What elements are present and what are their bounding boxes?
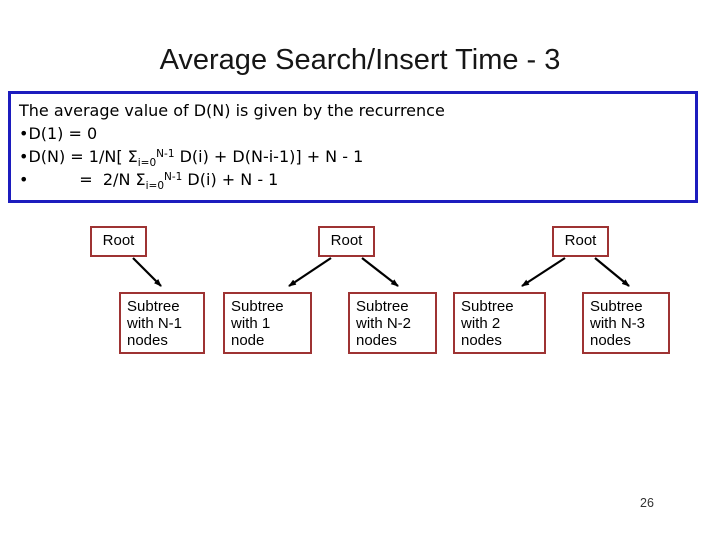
root-node-3: Root <box>552 226 609 257</box>
arrow-root2-to-subtree3 <box>361 257 399 287</box>
formula-text: D(i) + D(N-i-1)] + N - 1 <box>174 147 364 166</box>
subtree-line: with N-3 <box>590 315 646 332</box>
root-node-2: Root <box>318 226 375 257</box>
subtree-line: Subtree <box>356 298 409 315</box>
arrow-root3-to-subtree4 <box>521 257 566 287</box>
root-node-1: Root <box>90 226 147 257</box>
subtree-line: with N-2 <box>356 315 412 332</box>
subtree-line: with N-1 <box>127 315 183 332</box>
subtree-node-3: Subtree with N-2 nodes <box>348 292 437 354</box>
recurrence-panel: The average value of D(N) is given by th… <box>8 91 698 203</box>
sigma-subscript: i=0 <box>137 157 157 169</box>
slide-title: Average Search/Insert Time - 3 <box>159 44 561 76</box>
subtree-line: Subtree <box>231 298 284 315</box>
subtree-node-5: Subtree with N-3 nodes <box>582 292 670 354</box>
formula-text: • = 2/N <box>19 170 136 189</box>
subtree-line: with 2 <box>461 315 501 332</box>
recurrence-line-4: • = 2/N Σi=0N-1 D(i) + N - 1 <box>19 168 695 191</box>
formula-text: D(i) + N - 1 <box>182 170 279 189</box>
sigma-subscript: i=0 <box>145 180 165 192</box>
sigma-symbol: Σ <box>127 147 138 166</box>
arrow-root2-to-subtree2 <box>288 257 332 287</box>
recurrence-line-1: The average value of D(N) is given by th… <box>19 101 445 120</box>
subtree-line: node <box>231 332 265 349</box>
sigma-symbol: Σ <box>135 170 146 189</box>
subtree-line: nodes <box>127 332 168 349</box>
recurrence-line-3: •D(N) = 1/N[ Σi=0N-1 D(i) + D(N-i-1)] + … <box>19 145 695 168</box>
arrow-root3-to-subtree5 <box>594 257 630 287</box>
subtree-node-4: Subtree with 2 nodes <box>453 292 546 354</box>
subtree-line: Subtree <box>461 298 514 315</box>
subtree-line: nodes <box>356 332 397 349</box>
subtree-line: Subtree <box>590 298 643 315</box>
subtree-line: nodes <box>461 332 502 349</box>
formula-text: •D(N) = 1/N[ <box>19 147 128 166</box>
page-number: 26 <box>640 496 654 510</box>
recurrence-line-2: •D(1) = 0 <box>19 124 98 143</box>
sigma-superscript: N-1 <box>156 148 175 160</box>
subtree-line: nodes <box>590 332 631 349</box>
subtree-line: with 1 <box>231 315 271 332</box>
subtree-node-2: Subtree with 1 node <box>223 292 312 354</box>
sigma-superscript: N-1 <box>164 171 183 183</box>
subtree-node-1: Subtree with N-1 nodes <box>119 292 205 354</box>
arrow-root1-to-subtree1 <box>132 257 162 287</box>
subtree-line: Subtree <box>127 298 180 315</box>
